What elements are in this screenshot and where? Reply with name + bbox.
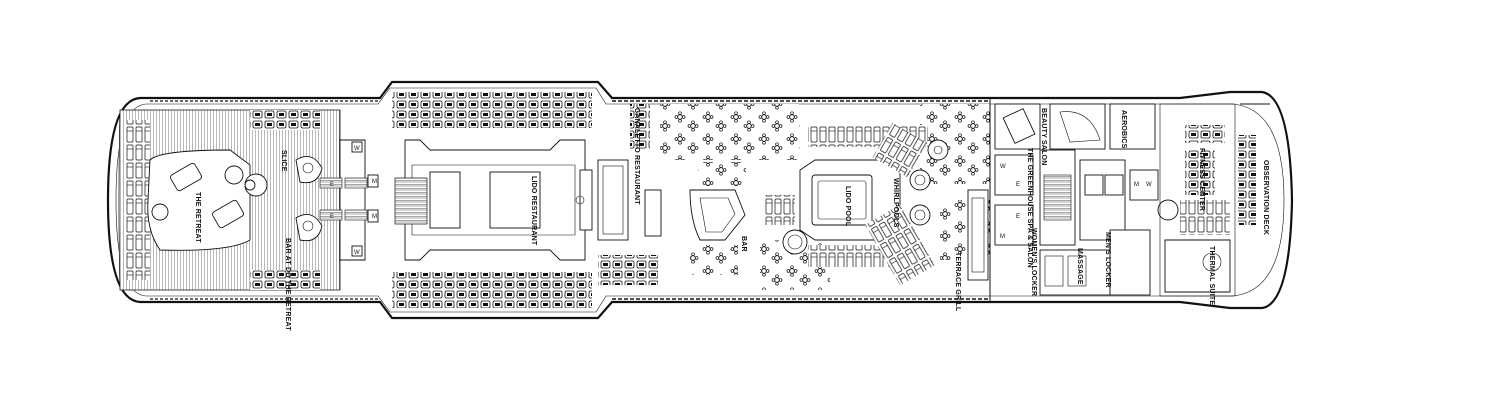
restroom-w-spa-top: W — [1000, 164, 1006, 170]
canaletto-area — [597, 104, 662, 285]
slice-counter — [295, 155, 323, 242]
terrace-grill — [967, 189, 989, 281]
beauty-salon-label: BEAUTY SALON — [1040, 108, 1047, 166]
mens-locker-label: MEN'S LOCKER — [1104, 232, 1111, 288]
lido-restaurant-area — [392, 92, 593, 308]
the-retreat-label: THE RETREAT — [194, 192, 201, 243]
observation-deck-label: OBSERVATION DECK — [1262, 160, 1269, 235]
lido-pool-label: LIDO POOL — [844, 186, 851, 227]
womens-locker-label: WOMEN'S LOCKER — [1030, 228, 1037, 296]
restroom-m-aft-top: M — [372, 179, 377, 185]
thermal-suite-label: THERMAL SUITE — [1208, 246, 1215, 305]
restroom-w-aft-top: W — [354, 146, 360, 152]
massage-label: MASSAGE — [1076, 248, 1083, 285]
retreat-deck-area — [118, 109, 341, 291]
bar-label: BAR — [740, 236, 747, 252]
elevator-e-spa-1: E — [1016, 182, 1020, 188]
fitness-center — [1159, 103, 1270, 297]
terrace-grill-label: TERRACE GRILL — [954, 252, 961, 312]
elevator-e-spa-2: E — [1016, 214, 1020, 220]
restroom-m-spa-bottom: M — [1000, 234, 1005, 240]
slice-label: SLICE — [280, 150, 287, 172]
elevator-e-aft-1: E — [330, 182, 334, 188]
restroom-w-fitness: W — [1146, 182, 1152, 188]
restroom-m-fitness: M — [1134, 182, 1139, 188]
lido-pool — [765, 122, 949, 286]
cafe-tables-upper — [660, 104, 800, 160]
fitness-center-label: FITNESS CENTER — [1198, 148, 1205, 211]
spa-section — [989, 98, 1179, 302]
aft-stair-lobby — [319, 139, 379, 261]
restroom-w-aft-bottom: W — [354, 250, 360, 256]
elevator-e-aft-2: E — [330, 214, 334, 220]
greenhouse-spa-label: THE GREENHOUSE SPA & SALON — [1026, 148, 1033, 268]
lido-restaurant-label: LIDO RESTAURANT — [530, 176, 537, 246]
whirlpools-label: WHIRLPOOLS — [892, 178, 899, 228]
bar-area — [689, 162, 746, 275]
restroom-m-aft-bottom: M — [372, 214, 377, 220]
aerobics-label: AEROBICS — [1120, 110, 1127, 149]
retreat-bar-label: BAR AT DO THE RETREAT — [284, 238, 291, 331]
canaletto-label: CANALETTO RESTAURANT — [633, 108, 640, 205]
